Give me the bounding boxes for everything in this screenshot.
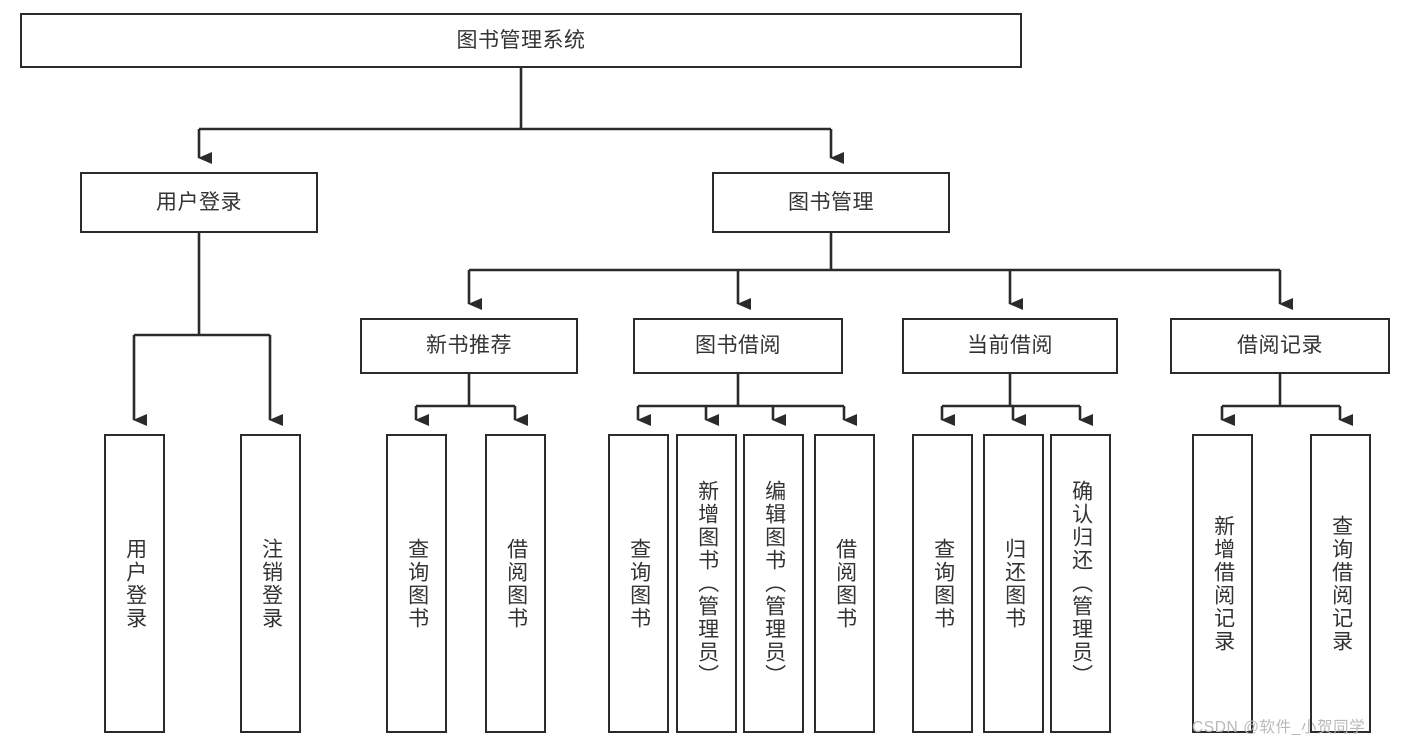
node-leaf-borrow-book-1[interactable]: 借阅图书 (485, 434, 546, 733)
node-leaf-logout-label: 注销登录 (259, 537, 283, 630)
node-leaf-query-book-2[interactable]: 查询图书 (608, 434, 669, 733)
node-leaf-add-book[interactable]: 新增图书（管理员） (676, 434, 737, 733)
node-leaf-user-login-label: 用户登录 (123, 537, 147, 630)
node-leaf-confirm-return[interactable]: 确认归还（管理员） (1050, 434, 1111, 733)
node-book-manage[interactable]: 图书管理 (712, 172, 950, 233)
node-book-borrow[interactable]: 图书借阅 (633, 318, 843, 374)
csdn-watermark: CSDN @软件_小贺同学 (1192, 719, 1366, 736)
node-leaf-add-record-label: 新增借阅记录 (1211, 514, 1235, 653)
node-leaf-borrow-book-2-label: 借阅图书 (833, 537, 857, 630)
node-leaf-borrow-book-2[interactable]: 借阅图书 (814, 434, 875, 733)
node-user-login-label: 用户登录 (156, 190, 242, 214)
node-leaf-borrow-book-1-label: 借阅图书 (504, 537, 528, 630)
node-leaf-add-book-label: 新增图书（管理员） (695, 480, 719, 687)
node-new-book-rec[interactable]: 新书推荐 (360, 318, 578, 374)
node-leaf-query-book-1-label: 查询图书 (405, 537, 429, 630)
node-root-label: 图书管理系统 (456, 28, 586, 52)
node-leaf-query-record[interactable]: 查询借阅记录 (1310, 434, 1371, 733)
node-book-manage-label: 图书管理 (788, 190, 874, 214)
node-new-book-rec-label: 新书推荐 (426, 334, 512, 358)
node-borrow-record-label: 借阅记录 (1237, 334, 1323, 358)
node-leaf-query-book-2-label: 查询图书 (627, 537, 651, 630)
node-leaf-user-login[interactable]: 用户登录 (104, 434, 165, 733)
node-leaf-confirm-return-label: 确认归还（管理员） (1069, 480, 1093, 687)
node-current-borrow-label: 当前借阅 (967, 334, 1053, 358)
node-leaf-query-book-3-label: 查询图书 (931, 537, 955, 630)
node-current-borrow[interactable]: 当前借阅 (902, 318, 1118, 374)
node-leaf-add-record[interactable]: 新增借阅记录 (1192, 434, 1253, 733)
node-user-login[interactable]: 用户登录 (80, 172, 318, 233)
node-leaf-return-book-label: 归还图书 (1002, 537, 1026, 630)
node-book-borrow-label: 图书借阅 (695, 334, 781, 358)
node-root[interactable]: 图书管理系统 (20, 13, 1022, 68)
node-leaf-query-book-1[interactable]: 查询图书 (386, 434, 447, 733)
node-leaf-return-book[interactable]: 归还图书 (983, 434, 1044, 733)
node-leaf-logout[interactable]: 注销登录 (240, 434, 301, 733)
node-leaf-query-book-3[interactable]: 查询图书 (912, 434, 973, 733)
node-leaf-edit-book[interactable]: 编辑图书（管理员） (743, 434, 804, 733)
node-leaf-edit-book-label: 编辑图书（管理员） (762, 480, 786, 687)
node-borrow-record[interactable]: 借阅记录 (1170, 318, 1390, 374)
node-leaf-query-record-label: 查询借阅记录 (1329, 514, 1353, 653)
